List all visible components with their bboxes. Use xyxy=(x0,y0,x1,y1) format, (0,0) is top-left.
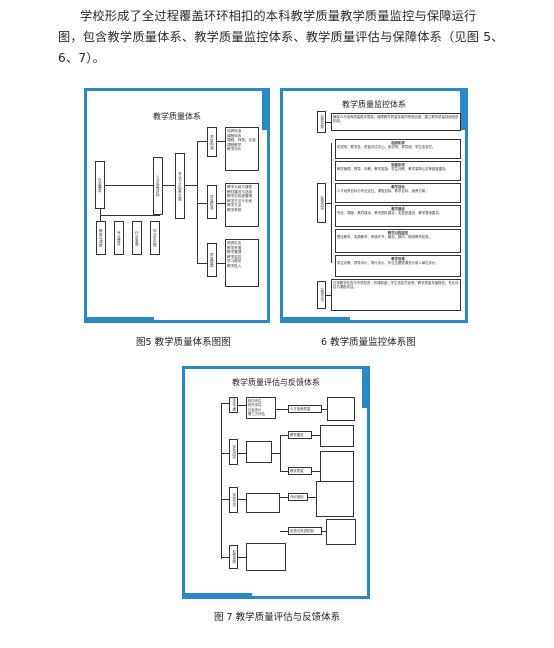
diagram-node: 教学建设 xyxy=(288,431,312,439)
diagram-node: 教学质量 xyxy=(288,467,312,475)
paragraph-line: 图，包含教学质量体系、教学质量监控体系、教学质量评估与保障体系（见图 5、 xyxy=(58,30,504,44)
figure-7: 教学质量评估与反馈体系 评估主体 校内评估校外评估社会评价第三方评估 人才培养质… xyxy=(182,366,370,599)
diagram-node: 人才培养目标 xyxy=(153,157,163,215)
diagram-group-head: 质量标准 xyxy=(207,185,217,219)
diagram-section: 组织机构校领导、教务处、质量评估中心、各学院、督导组、学生信息员。 xyxy=(335,139,461,159)
diagram-list xyxy=(246,493,280,513)
diagram-node: 专业建设 xyxy=(114,221,124,255)
paragraph-line: 学校形成了全过程覆盖环环相扣的本科教学质量教学质量监控与保障运行 xyxy=(80,9,477,23)
diagram-node: 监控目标 xyxy=(317,111,326,133)
diagram-node: 监控方法 xyxy=(317,281,326,309)
diagram-node: 专业人才培养方案 xyxy=(175,153,185,219)
figure-title: 教学质量评估与反馈体系 xyxy=(232,378,320,387)
diagram-list xyxy=(316,481,354,517)
diagram-section: 制度机构教学管理、督导、评教、教学奖励、学生评教、教学事故认定等制度建设。 xyxy=(335,161,461,181)
diagram-list xyxy=(246,543,286,571)
diagram-node: 评估内容 xyxy=(229,439,238,465)
diagram-section: 教学目标人才培养目标与专业定位；课程目标、教学目标、培养方案。 xyxy=(335,183,461,203)
diagram-node: 教育与调查 xyxy=(96,221,106,255)
diagram-section: 教学效果学生评教、督导评价、同行评价、毕业生跟踪调查与用人单位评价。 xyxy=(335,255,461,277)
figure-6: 教学质量监控体系 监控目标 确保人才培养质量稳步提高；保障教学质量标准的有效实施… xyxy=(280,88,468,323)
diagram-list xyxy=(320,451,354,485)
diagram-node: 评价指标 xyxy=(288,493,308,501)
diagram-list: 校内评估校外评估社会评价第三方评估 xyxy=(246,397,276,419)
figure-title: 教学质量监控体系 xyxy=(342,100,406,109)
figure-5: 教学质量体系 社会需求 人才培养目标 专业人才培养方案 教育与调查 专业建设 行… xyxy=(84,88,270,323)
diagram-node: 行业发展 xyxy=(132,221,142,255)
diagram-list xyxy=(246,441,272,463)
figure-title: 教学质量体系 xyxy=(153,112,201,121)
diagram-group-items: 培养标准课程体系课程、师资、实验课程教学教学评价 xyxy=(225,127,259,171)
diagram-list xyxy=(327,397,355,421)
diagram-node: 人才培养质量 xyxy=(288,405,322,413)
diagram-group-items: 师资队伍教学资源教学管理教学监控学习服务教学投入 xyxy=(225,239,259,287)
diagram-section: 教学过程监控理论教学、实践教学、考核环节；期初、期中、期末教学检查。 xyxy=(335,229,461,253)
figure-caption: 图 7 教学质量评估与反馈体系 xyxy=(214,612,341,623)
diagram-node: 反馈系统 xyxy=(229,545,238,569)
diagram-section: 教学建设专业、课程、教材建设，教学团队建设，实验室建设，教学基地建设。 xyxy=(335,205,461,227)
diagram-group-items: 教学大纲与课堂教材建设与选用教学实验室管理教学方法与手段教学方法教学考核 xyxy=(225,183,259,227)
diagram-node: 反馈与改进机制 xyxy=(288,527,322,535)
diagram-node: 监控内容 xyxy=(317,183,326,223)
diagram-list xyxy=(320,425,354,447)
paragraph-line: 6、7）。 xyxy=(58,51,105,65)
figure-caption: 6 教学质量监控体系图 xyxy=(321,337,416,348)
diagram-node: 评估主体 xyxy=(229,397,238,413)
body-paragraph: 学校形成了全过程覆盖环环相扣的本科教学质量教学质量监控与保障运行 图，包含教学质… xyxy=(58,6,528,69)
diagram-list xyxy=(326,519,356,545)
diagram-node: 毕业生反馈 xyxy=(150,221,160,255)
figure-caption: 图5 教学质量体系图图 xyxy=(136,337,231,348)
diagram-node: 社会需求 xyxy=(95,161,105,209)
diagram-text-box: 日常教学检查与专项检查；听课制度；学生信息员反馈；教学质量年度报告；专业评估与课… xyxy=(331,279,461,311)
diagram-group-head: 质量保障 xyxy=(207,243,217,277)
diagram-node: 评估方法 xyxy=(229,487,238,513)
diagram-group-head: 质量内涵 xyxy=(207,127,217,157)
diagram-text-box: 确保人才培养质量稳步提高；保障教学质量标准的有效实施；建立教学质量持续改进机制。 xyxy=(331,113,461,131)
